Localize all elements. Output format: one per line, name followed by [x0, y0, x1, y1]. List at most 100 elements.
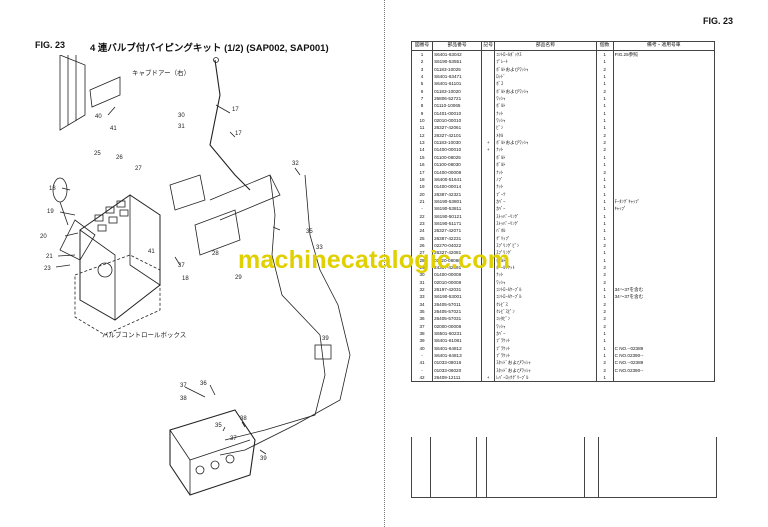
cell-part-name: ｺﾝﾄﾛｰﾙﾎﾞｯｸｽ	[494, 50, 597, 59]
cell-part-name: ｸﾚﾋﾞｽﾋﾟﾝ	[494, 308, 597, 316]
cell-fig-no: 31	[410, 278, 434, 286]
cell-part-no: 01400-00014	[432, 183, 483, 191]
cell-mark	[481, 73, 496, 81]
cell-remarks: C NO.02390--	[612, 352, 716, 360]
cell-part-no: S6501-60231	[432, 330, 483, 338]
cell-remarks	[612, 65, 716, 74]
cell-mark	[481, 227, 496, 235]
cell-remarks	[612, 337, 716, 345]
callout: 26	[116, 155, 123, 161]
col-header-remarks: 備考・適用号車	[612, 41, 716, 51]
cell-remarks: C NO.--02389	[612, 344, 716, 353]
cell-fig-no: 21	[410, 197, 434, 206]
cell-remarks	[612, 117, 716, 125]
callout: 35	[306, 229, 313, 235]
cell-mark	[481, 183, 496, 191]
cell-mark	[481, 322, 496, 331]
cell-part-no: 01033-08016	[432, 359, 483, 367]
cell-fig-no: -	[410, 366, 434, 375]
cell-qty: 2	[595, 263, 614, 272]
cell-mark	[481, 175, 496, 184]
cell-part-name: ﾎﾞｽ	[494, 80, 597, 88]
cell-part-name: ｶﾊﾞｰ	[494, 205, 597, 213]
callout: 31	[178, 124, 185, 130]
cell-mark	[481, 344, 496, 353]
cell-fig-no: 10	[410, 117, 434, 125]
cell-fig-no: 18	[410, 175, 434, 184]
figure-title: 4 連バルブ付パイピングキット (1/2) (SAP002, SAP001)	[90, 43, 329, 54]
cell-remarks	[612, 249, 716, 257]
figure-label: FIG. 23	[703, 16, 734, 26]
cell-mark	[481, 205, 496, 213]
callout: 37	[180, 383, 187, 389]
callout: 17	[235, 131, 242, 137]
table-blank-area	[411, 437, 717, 498]
cell-part-no: 26405-57031	[432, 315, 483, 323]
cell-part-name: ﾜｯｼｬ	[494, 117, 597, 125]
cell-part-no: 02000-00008	[432, 322, 483, 331]
cell-mark: +	[481, 146, 496, 154]
cell-remarks	[612, 278, 716, 286]
cell-part-no: 26387-42321	[432, 190, 483, 198]
cell-qty: 1	[595, 352, 614, 360]
cell-fig-no: 36	[410, 315, 434, 323]
cell-qty: 1	[595, 73, 614, 81]
cell-part-name: ﾎﾞｰﾙｿｹｯﾄ	[494, 263, 597, 272]
callout: 18	[182, 276, 189, 282]
cell-fig-no: 34	[410, 300, 434, 309]
callout: 36	[200, 381, 207, 387]
cell-mark	[481, 117, 496, 125]
cell-fig-no: 16	[410, 161, 434, 169]
cell-mark	[481, 300, 496, 309]
cell-part-no: S6190-50121	[432, 212, 483, 220]
cell-remarks	[612, 183, 716, 191]
cell-fig-no: 17	[410, 168, 434, 176]
cell-qty: 2	[595, 271, 614, 279]
cell-part-no: 01401-00010	[432, 109, 483, 118]
col-header-part-name: 部品名称	[494, 41, 597, 51]
cell-qty: 1	[595, 256, 614, 264]
callout: 38	[180, 396, 187, 402]
cell-fig-no: 13	[410, 139, 434, 147]
cell-remarks	[612, 73, 716, 81]
cell-remarks: 34～37を含む	[612, 293, 716, 301]
cell-part-no: 26327-42081	[432, 249, 483, 257]
cell-qty: 1	[595, 190, 614, 198]
cell-part-no: 26409-12111	[432, 374, 483, 383]
cell-part-no: 26405-57011	[432, 300, 483, 309]
cell-qty: 2	[595, 308, 614, 316]
cell-qty: 2	[595, 131, 614, 140]
cell-mark	[481, 161, 496, 169]
callout: 20	[40, 234, 47, 240]
cell-part-name: ﾛｯﾄﾞ	[494, 73, 597, 81]
cell-part-no: S6190-53001	[432, 293, 483, 301]
cell-mark	[481, 124, 496, 132]
cell-remarks	[612, 153, 716, 162]
cell-mark	[481, 278, 496, 286]
cell-fig-no: 1	[410, 50, 434, 59]
cell-fig-no: 11	[410, 124, 434, 132]
cell-qty: 1	[595, 227, 614, 235]
cell-part-name: ﾋﾟﾝ	[494, 124, 597, 132]
callout: 23	[44, 266, 51, 272]
cell-part-name: ﾅｯﾄ	[494, 109, 597, 118]
cell-remarks	[612, 315, 716, 323]
cell-fig-no: 25	[410, 234, 434, 242]
cell-fig-no: 39	[410, 337, 434, 345]
cell-mark	[481, 153, 496, 162]
cell-fig-no: 5	[410, 80, 434, 88]
cell-part-name: ﾌﾟﾚｰﾄ	[494, 58, 597, 66]
cell-part-no: S6190-53801	[432, 197, 483, 206]
cell-qty: 1	[595, 330, 614, 338]
